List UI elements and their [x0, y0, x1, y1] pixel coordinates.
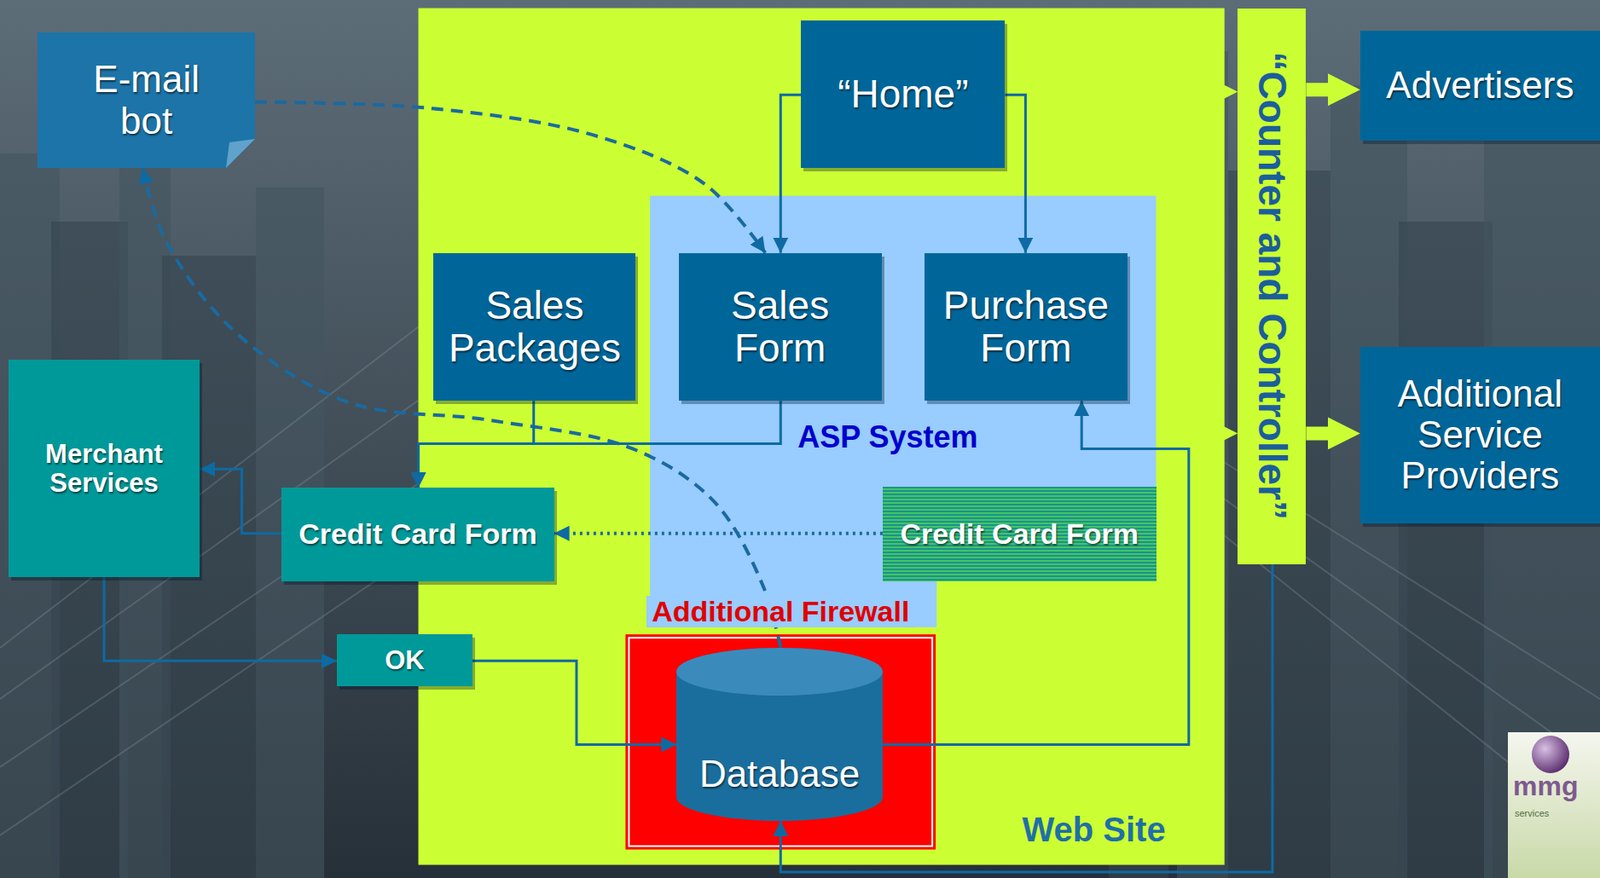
box-label: Sales Packages: [441, 284, 627, 371]
cylinder-shape: [676, 648, 883, 822]
box-label: OK: [384, 646, 425, 676]
website-region: “Home” Sales Form Purchase FormCredit Card…: [418, 8, 1225, 866]
payment-form-box: Credit Card Form: [882, 486, 1157, 582]
box-label: “Home”: [837, 72, 969, 116]
logo-text: mmg: [1513, 771, 1578, 802]
logo-text-holder: mmg: [1513, 771, 1578, 802]
cylinder-body: [676, 648, 883, 822]
form-box: Purchase Form: [924, 253, 1128, 401]
partner-box: Additional Service Providers: [1360, 347, 1600, 524]
counter-bar: “Counter and Controller”: [1237, 8, 1306, 565]
page-body: [37, 32, 256, 169]
firewall-inner-border: [628, 637, 933, 847]
connector: [104, 577, 337, 661]
partner-box: Advertisers: [1360, 30, 1600, 141]
connector: [199, 469, 282, 534]
connector: [255, 102, 766, 254]
logo-panel: [1507, 732, 1600, 878]
region-fill: [418, 8, 1225, 866]
logo-text-holder: services: [1514, 808, 1549, 819]
box-label: Purchase Form: [933, 284, 1119, 371]
database-cylinder: Database: [676, 648, 883, 822]
label-holder: Additional Firewall: [646, 596, 915, 628]
page-fold: [226, 139, 256, 169]
page-box: “Home”: [800, 20, 1005, 169]
connector: [554, 532, 883, 536]
flow-arrow: [1305, 82, 1360, 97]
bar-title: “Counter and Controller”: [1250, 52, 1294, 521]
payment-form-box: Credit Card Form: [281, 487, 554, 582]
box-label: Credit Card Form: [298, 518, 538, 551]
box-label: Credit Card Form: [899, 518, 1139, 551]
service-box: Merchant Services: [8, 359, 201, 578]
status-box: OK: [336, 634, 473, 687]
firewall-region: DatabaseAdditional Firewall: [625, 634, 936, 850]
region-fill: [649, 196, 1156, 582]
label-holder: ASP System: [797, 420, 978, 455]
form-box: Sales Form: [678, 253, 882, 401]
region-fill: [625, 634, 936, 850]
connector: [780, 94, 801, 253]
label-holder: Web Site: [1021, 811, 1166, 849]
box-label: Advertisers: [1385, 64, 1574, 106]
logo-sphere: [1531, 736, 1570, 774]
connector: [418, 400, 782, 488]
box-label: Database: [699, 753, 860, 795]
flow-arrow: [1305, 426, 1360, 441]
box-label: Additional Service Providers: [1368, 373, 1592, 498]
connector: [472, 660, 677, 745]
flow-arrow: [1224, 426, 1239, 441]
asp-region: Sales Form Purchase FormCredit Card Form A…: [649, 196, 1156, 582]
connector: [143, 168, 782, 648]
cylinder-top: [676, 648, 883, 696]
box-label: Sales Form: [687, 284, 874, 371]
region-title: Web Site: [1021, 811, 1166, 849]
connector: [1004, 94, 1026, 253]
email-bot-box: E-mail bot: [37, 32, 256, 169]
page-box: Sales Packages: [433, 253, 636, 401]
region-title: ASP System: [797, 420, 978, 455]
region-title: Additional Firewall: [646, 596, 915, 628]
box-label: Merchant Services: [17, 440, 192, 499]
building: [1398, 221, 1493, 878]
flow-arrow: [1224, 85, 1239, 99]
logo-text: services: [1514, 808, 1549, 819]
box-label: E-mail bot: [74, 58, 220, 142]
